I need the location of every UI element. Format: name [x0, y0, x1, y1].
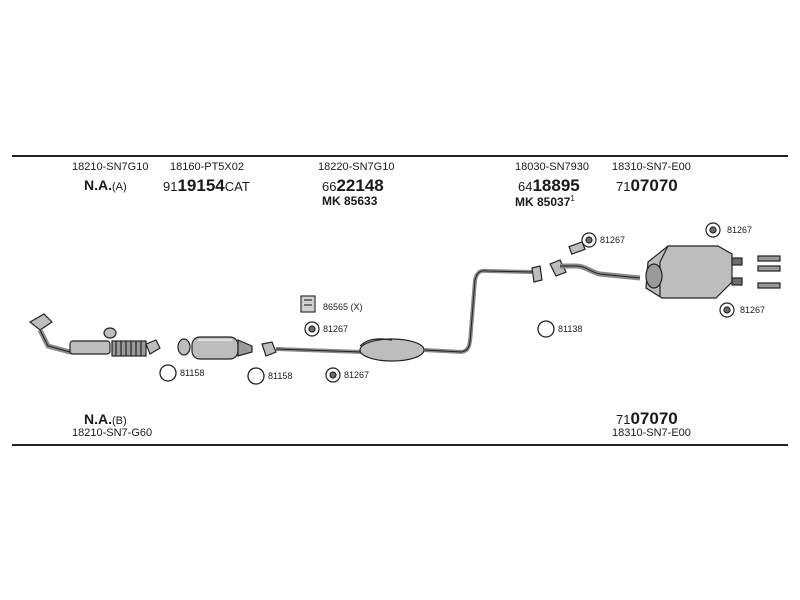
- top-rule: [12, 155, 788, 157]
- center-pipe-part: [261, 265, 543, 362]
- rubber-mount-tail-top-label: 81267: [727, 225, 753, 235]
- rear-muffler-part-code-top: 18310-SN7-E00: [612, 161, 691, 173]
- rear-muffler-part: [645, 245, 781, 299]
- ref-main: 18895: [532, 176, 580, 195]
- middle-pipe-mk: MK 850371: [515, 194, 575, 209]
- rubber-mount-tail-bottom-label: 81267: [740, 305, 766, 315]
- front-pipe-b-part-code: 18210-SN7-G60: [72, 427, 153, 439]
- ref-prefix: 71: [616, 179, 631, 194]
- center-pipe-mk: MK 85633: [322, 194, 378, 208]
- ref-main: 19154: [177, 176, 225, 195]
- ring-middle-label: 81138: [558, 324, 583, 334]
- variant-suffix: (A): [112, 181, 127, 193]
- middle-pipe-part: [549, 241, 641, 281]
- rubber-mount-mid-label: 81267: [600, 235, 626, 245]
- middle-pipe-part-code: 18030-SN7930: [515, 161, 590, 173]
- gasket-front-icon: [159, 364, 177, 382]
- variant-main: N.A.: [84, 177, 112, 193]
- ref-suffix: CAT: [224, 179, 250, 194]
- rear-muffler-part-code-bottom: 18310-SN7-E00: [612, 427, 691, 439]
- catalyst-reference: 9119154CAT: [163, 177, 250, 194]
- mk-text: MK 85037: [515, 195, 571, 209]
- rubber-mount-lower-label: 81267: [344, 370, 370, 380]
- ref-prefix: 91: [163, 179, 178, 194]
- middle-pipe-reference: 6418895: [518, 177, 580, 194]
- rear-muffler-reference-top: 7107070: [616, 177, 678, 194]
- gasket-front-label: 81158: [180, 368, 205, 378]
- mk-note: 1: [570, 194, 575, 203]
- catalyst-part-code: 18160-PT5X02: [170, 161, 244, 173]
- variant-suffix: (B): [112, 415, 127, 427]
- ref-prefix: 66: [322, 179, 337, 194]
- ring-middle-icon: [537, 320, 555, 338]
- rear-muffler-reference-bottom: 7107070: [616, 410, 678, 427]
- ref-main: 07070: [630, 409, 678, 428]
- hanger-bracket-label: 86565 (X): [323, 302, 363, 312]
- bottom-rule: [12, 444, 788, 446]
- center-pipe-reference: 6622148: [322, 177, 384, 194]
- front-pipe-a-variant: N.A.(A): [84, 178, 127, 193]
- ref-prefix: 64: [518, 179, 533, 194]
- hanger-bracket-part: [300, 295, 316, 313]
- variant-main: N.A.: [84, 411, 112, 427]
- rubber-mount-upper-label: 81267: [323, 324, 349, 334]
- front-pipe-a-part-code: 18210-SN7G10: [72, 161, 149, 173]
- ref-main: 07070: [630, 176, 678, 195]
- front-pipe-part: [28, 313, 161, 357]
- front-pipe-b-variant: N.A.(B): [84, 412, 127, 427]
- ref-main: 22148: [336, 176, 384, 195]
- rubber-mount-icons: [304, 222, 735, 383]
- center-pipe-part-code: 18220-SN7G10: [318, 161, 395, 173]
- gasket-cat-icon: [247, 367, 265, 385]
- catalytic-converter-part: [177, 336, 253, 360]
- gasket-cat-label: 81158: [268, 371, 293, 381]
- ref-prefix: 71: [616, 412, 631, 427]
